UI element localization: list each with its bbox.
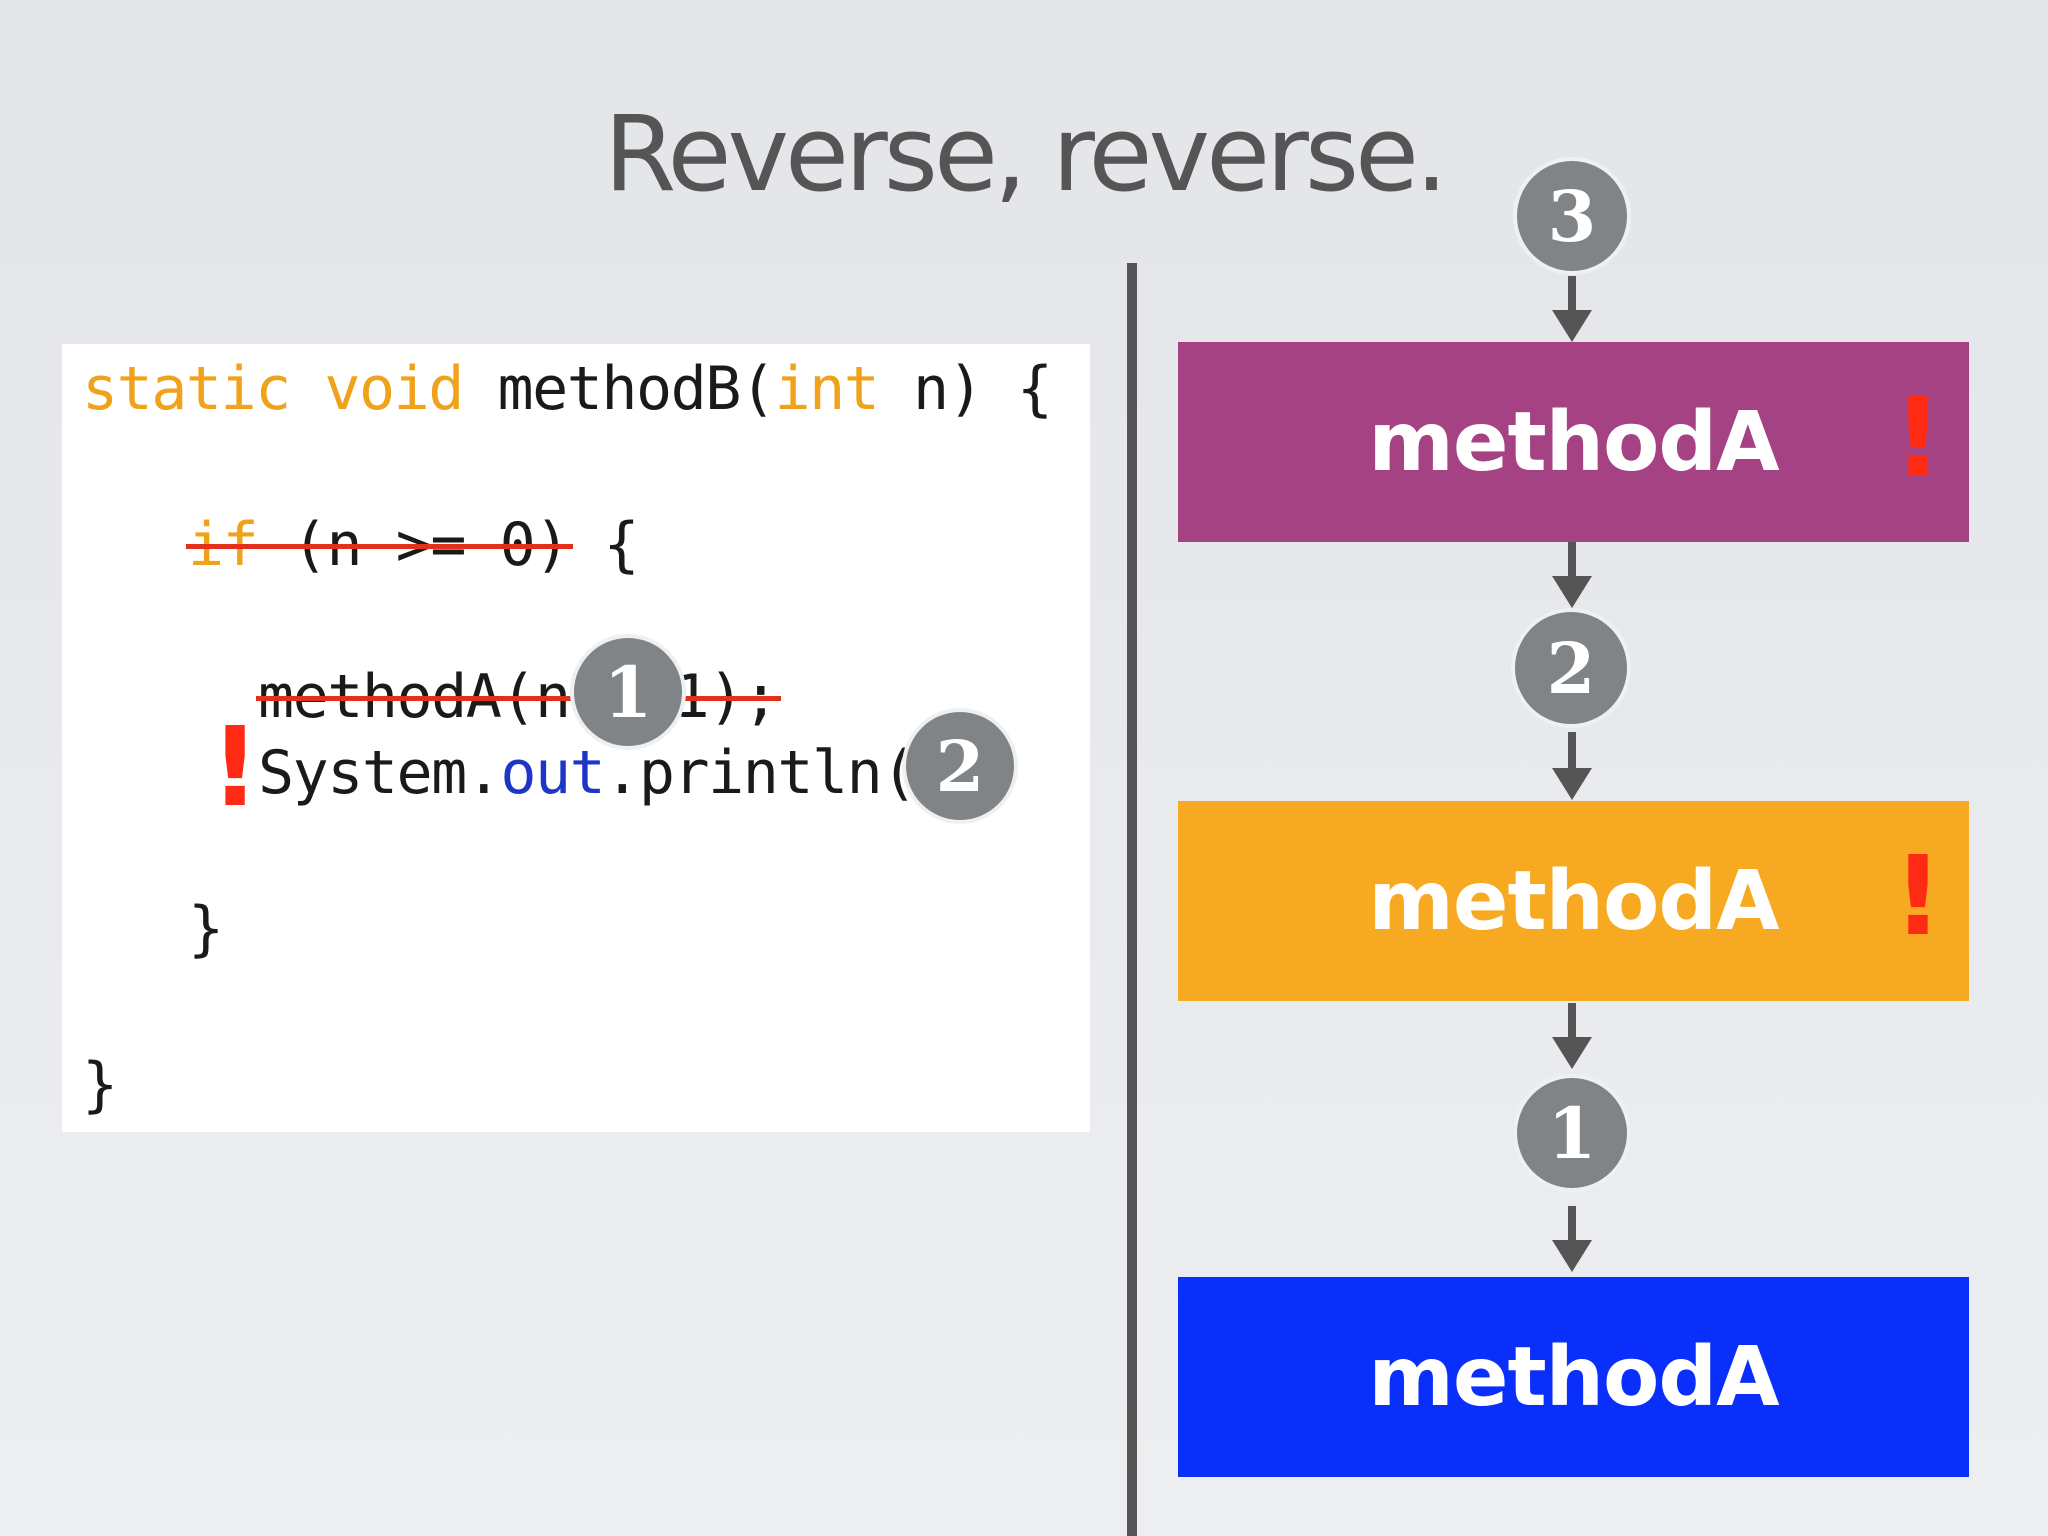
badge-one-stack: 1	[1513, 1074, 1631, 1192]
keyword-if: if	[188, 510, 259, 580]
field-out: out	[500, 738, 605, 808]
keyword-void: void	[324, 354, 464, 424]
code-line-close-if: }	[188, 891, 224, 967]
keyword-static: static	[82, 354, 291, 424]
println-prefix: System.	[258, 738, 502, 808]
badge-one-code: 1	[570, 634, 686, 750]
arrow-down-icon	[1552, 1003, 1592, 1069]
method-name: methodB(	[462, 354, 775, 424]
stack-frame-label: methodA	[1368, 394, 1779, 490]
stack-frame-label: methodA	[1368, 1329, 1779, 1425]
arrow-down-icon	[1552, 1206, 1592, 1272]
exclamation-frame-middle-icon: !	[1892, 832, 1943, 960]
close-brace-if: }	[188, 894, 224, 964]
if-brace: {	[568, 510, 639, 580]
stack-frame-middle: methodA !	[1178, 801, 1969, 1001]
code-line-signature: static void methodB(int n) {	[82, 351, 1053, 427]
badge-two-code: 2	[902, 708, 1018, 824]
code-line-close-method: }	[82, 1047, 118, 1123]
struck-recursive-call: methodA(n - 1);	[258, 662, 779, 732]
vertical-divider	[1127, 263, 1137, 1536]
code-line-recursive-call: methodA(n - 1);	[258, 659, 779, 735]
if-condition: (n >= 0)	[257, 510, 570, 580]
arrow-down-icon	[1552, 276, 1592, 342]
keyword-int: int	[774, 354, 879, 424]
badge-three-stack: 3	[1513, 157, 1631, 275]
signature-rest: n) {	[878, 354, 1053, 424]
slide-title: Reverse, reverse.	[603, 93, 1448, 215]
stack-frame-top: methodA !	[1178, 342, 1969, 542]
badge-two-stack: 2	[1511, 608, 1631, 728]
exclamation-frame-top-icon: !	[1892, 373, 1943, 501]
close-brace-method: }	[82, 1050, 118, 1120]
exclamation-code-icon: !	[210, 703, 261, 831]
struck-if-condition: if (n >= 0)	[188, 510, 570, 580]
arrow-down-icon	[1552, 732, 1592, 800]
arrow-down-icon	[1552, 542, 1592, 608]
stack-frame-bottom: methodA	[1178, 1277, 1969, 1477]
stack-frame-label: methodA	[1368, 853, 1779, 949]
code-line-if: if (n >= 0) {	[188, 507, 640, 583]
